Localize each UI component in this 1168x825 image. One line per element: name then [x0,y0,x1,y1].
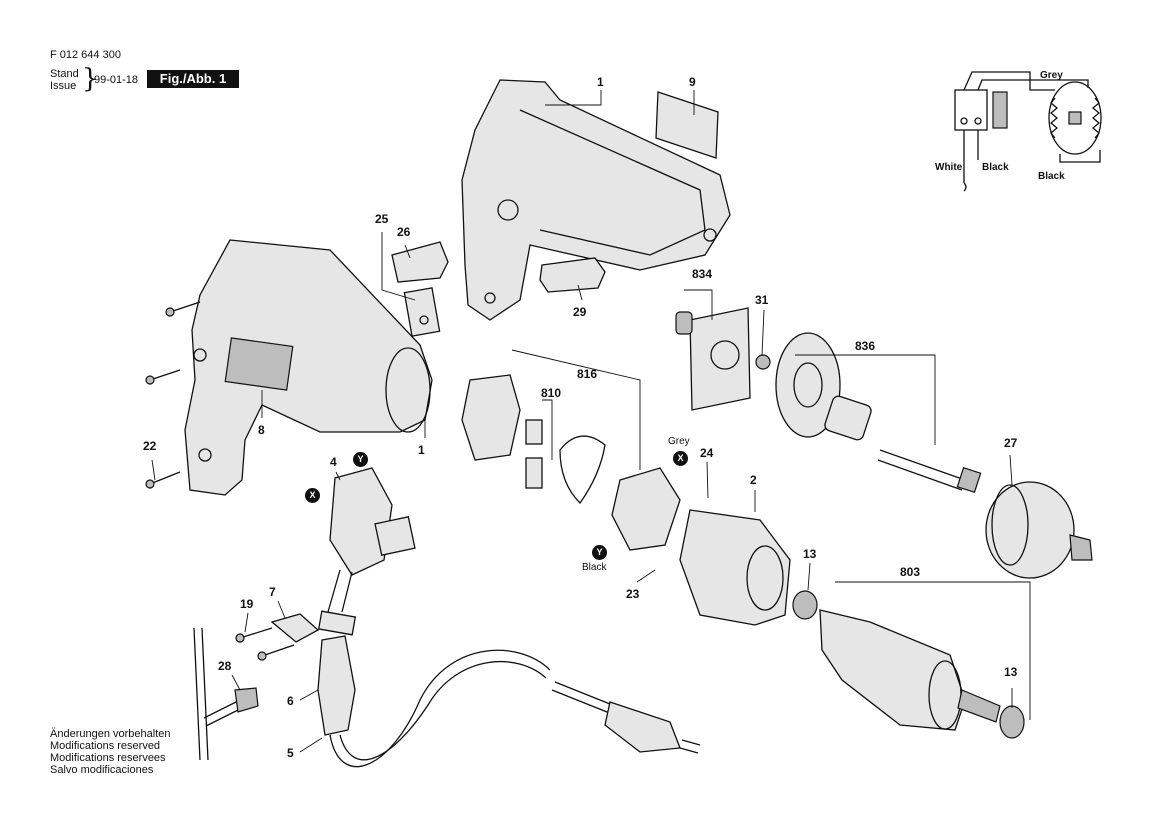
part-label: 4 [330,455,337,469]
stator-part-2 [679,509,818,626]
part-label: 22 [143,439,157,453]
part-label: 834 [692,267,713,281]
part-label: 29 [573,305,587,319]
part-label: 23 [626,587,640,601]
part-label: 28 [218,659,232,673]
power-cord-part-5 [317,635,701,768]
wire-label-black: Black [582,562,607,573]
part-label: 31 [755,293,769,307]
part-label: 810 [541,386,562,400]
document-number: F 012 644 300 [50,49,121,61]
brush-holder-assembly [461,374,681,551]
switch-part-4 [327,467,416,613]
part-label: 5 [287,746,294,760]
part-label: 19 [240,597,254,611]
part-label: 6 [287,694,294,708]
part-label: 836 [855,339,876,353]
wire-label-grey: Grey [668,436,690,447]
modification-notes: Änderungen vorbehalten Modifications res… [50,728,170,776]
switch-button-part-29 [539,257,606,293]
housing-half-part-1 [461,79,731,321]
leader-lines [151,90,1031,753]
gear-plate-part-834 [675,307,771,411]
part-label: 27 [1004,436,1018,450]
wiring-label-black-bottom: Black [1038,171,1065,182]
part-label: 25 [375,212,389,226]
wiring-schematic [954,71,1102,192]
chuck-key-part-28 [193,627,259,761]
wiring-label-black-left: Black [982,162,1009,173]
part-label: 9 [689,75,696,89]
note-line: Modifications reservees [50,752,166,764]
note-line: Salvo modificaciones [50,764,154,776]
note-line: Modifications reserved [50,740,161,752]
armature-part-803 [819,609,1025,739]
drill-housing-left [184,239,433,496]
part-label: 13 [803,547,817,561]
part-label: 26 [397,225,411,239]
part-label: 13 [1004,665,1018,679]
note-line: Änderungen vorbehalten [50,728,171,740]
part-label: 2 [750,473,757,487]
connection-badge-y: Y [353,452,368,467]
part-label: 8 [258,423,265,437]
connection-badge-x: X [673,451,688,466]
part-label: 1 [418,443,425,457]
label-plate-part-9 [655,91,719,159]
cord-clamp-part-7 [235,610,357,661]
figure-label: Fig./Abb. 1 [147,70,239,88]
issue-label: Issue [50,80,77,92]
wiring-label-white: White [935,162,963,173]
reversing-lever [391,241,449,337]
brace-symbol: } [82,64,99,94]
connection-badge-y: Y [592,545,607,560]
issue-date: 99-01-18 [94,74,139,86]
gear-part-836 [775,332,982,494]
part-label: 816 [577,367,598,381]
part-label: 24 [700,446,714,460]
drill-chuck-part-27 [985,481,1093,579]
housing-screws [145,301,201,489]
part-label: 1 [597,75,604,89]
stand-label: Stand [50,68,79,80]
part-label: 7 [269,585,276,599]
wiring-label-grey: Grey [1040,70,1063,81]
part-label: 803 [900,565,921,579]
connection-badge-x: X [305,488,320,503]
